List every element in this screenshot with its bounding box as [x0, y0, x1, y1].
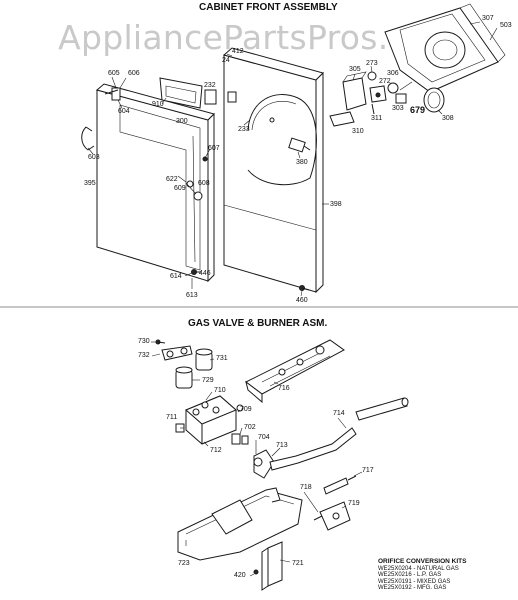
callout-731: 731: [216, 355, 228, 362]
callout-717: 717: [362, 467, 374, 474]
callout-412: 412: [232, 48, 244, 55]
coil-clip-732: [155, 339, 193, 361]
callout-730: 730: [138, 338, 150, 345]
callout-607: 607: [208, 145, 220, 152]
callout-704: 704: [258, 434, 270, 441]
callout-729: 729: [202, 377, 214, 384]
callout-273: 273: [366, 60, 378, 67]
sensor-719: [313, 501, 351, 531]
callout-622: 622: [166, 176, 178, 183]
callout-398: 398: [330, 201, 342, 208]
callout-380: 380: [296, 159, 308, 166]
callout-395: 395: [84, 180, 96, 187]
igniter-717: [323, 475, 357, 495]
orifice-kit-line: WE25X0192 - MFG. GAS: [378, 585, 447, 591]
callout-718: 718: [300, 484, 312, 491]
callout-709: 709: [240, 406, 252, 413]
shield-721: [261, 541, 283, 591]
callout-614: 614: [170, 273, 182, 280]
cabinet-section-title: CABINET FRONT ASSEMBLY: [199, 2, 338, 13]
panel-screws: [191, 156, 310, 291]
callout-272: 272: [379, 78, 391, 85]
door-handle: [81, 126, 95, 151]
callout-460: 460: [296, 297, 308, 304]
valve-coils: [175, 348, 213, 389]
callout-308: 308: [442, 115, 454, 122]
callout-446: 446: [199, 270, 211, 277]
callout-303: 303: [392, 105, 404, 112]
cabinet-leaders: [87, 21, 498, 297]
callout-603: 603: [88, 154, 100, 161]
callout-613: 613: [186, 292, 198, 299]
gas-leaders: [151, 341, 363, 577]
callout-311: 311: [371, 115, 383, 122]
callout-711: 711: [166, 414, 178, 421]
callout-910: 910: [152, 101, 164, 108]
orifice-kit-line: WE25X0216 - L.P. GAS: [378, 572, 442, 578]
bulkhead-307: [384, 3, 506, 93]
callout-723: 723: [178, 560, 190, 567]
callout-609: 609: [174, 185, 186, 192]
callout-300: 300: [176, 118, 188, 125]
switch-380: [288, 137, 311, 153]
callout-503: 503: [500, 22, 512, 29]
callout-233: 233: [238, 126, 250, 133]
screw-420: [253, 569, 259, 575]
door-panel: [95, 83, 215, 283]
callout-24: 24: [222, 57, 230, 64]
callout-679: 679: [410, 105, 426, 115]
callout-307: 307: [482, 15, 494, 22]
callout-713: 713: [276, 442, 288, 449]
burner-bracket-723: [177, 487, 303, 561]
callout-420: 420: [234, 572, 246, 579]
callout-721: 721: [292, 560, 304, 567]
orifice-kits-heading: ORIFICE CONVERSION KITS: [378, 558, 467, 565]
seal-ring-308: [423, 87, 445, 113]
callout-732: 732: [138, 352, 150, 359]
bracket-305: [342, 71, 367, 111]
elbow-713: [253, 449, 275, 479]
callout-702: 702: [244, 424, 256, 431]
callout-310: 310: [352, 128, 364, 135]
callout-606: 606: [128, 70, 140, 77]
callout-716: 716: [278, 385, 290, 392]
callout-710: 710: [214, 387, 226, 394]
clip-310: [329, 111, 355, 127]
orifice-kits-table: ORIFICE CONVERSION KITS WE25X0204 - NATU…: [378, 558, 467, 592]
lamp-assembly: [367, 71, 407, 104]
callout-605: 605: [108, 70, 120, 77]
orifice-kit-line: WE25X0191 - MIXED GAS: [378, 578, 451, 585]
callout-719: 719: [348, 500, 360, 507]
callout-604: 604: [118, 108, 130, 115]
latch-clip-232: [204, 89, 217, 105]
latch-300: [159, 77, 203, 109]
gas-pipe-714: [269, 397, 409, 471]
cabinet-front-panel: [222, 47, 324, 294]
screw-311: [371, 103, 375, 115]
callout-305: 305: [349, 66, 361, 73]
callout-712: 712: [210, 447, 222, 454]
callout-306: 306: [387, 70, 399, 77]
callout-232: 232: [204, 82, 216, 89]
callout-608: 608: [198, 180, 210, 187]
orifice-kit-line: WE25X0204 - NATURAL GAS: [378, 565, 459, 572]
callout-714: 714: [333, 410, 345, 417]
gas-valve-section-title: GAS VALVE & BURNER ASM.: [188, 318, 328, 329]
gas-valve-body: [185, 395, 237, 445]
burner-716: [245, 339, 345, 404]
